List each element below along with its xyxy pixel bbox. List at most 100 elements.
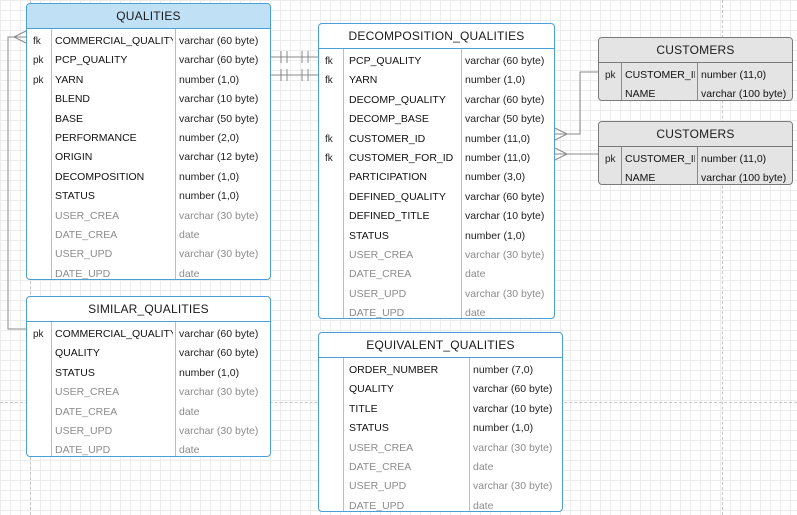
column-type: varchar (60 byte) bbox=[179, 347, 259, 360]
column-type: varchar (60 byte) bbox=[179, 54, 259, 67]
key-marker: fk bbox=[325, 56, 333, 67]
entity-title: CUSTOMERS bbox=[599, 122, 792, 147]
column-type: varchar (10 byte) bbox=[473, 402, 553, 415]
column-type: varchar (12 byte) bbox=[179, 151, 259, 164]
column-name: ORIGIN bbox=[55, 151, 93, 164]
column-row[interactable]: STATUS number (1,0) bbox=[319, 227, 554, 246]
entity-title: SIMILAR_QUALITIES bbox=[27, 297, 270, 322]
column-name: DATE_CREA bbox=[349, 460, 412, 473]
column-type: number (1,0) bbox=[465, 229, 526, 242]
column-type: number (11,0) bbox=[465, 151, 531, 164]
relationship-commercial-quality[interactable] bbox=[7, 30, 27, 330]
column-name: DECOMP_QUALITY bbox=[349, 93, 446, 106]
relationship-customer-for-id[interactable] bbox=[554, 147, 598, 161]
column-type: varchar (60 byte) bbox=[179, 328, 259, 340]
column-name: TITLE bbox=[349, 402, 378, 415]
column-name: PCP_QUALITY bbox=[55, 54, 128, 67]
entity-title: DECOMPOSITION_QUALITIES bbox=[319, 24, 554, 49]
column-divider bbox=[469, 358, 470, 511]
column-name: STATUS bbox=[55, 190, 95, 203]
relationship-customer-id[interactable] bbox=[554, 71, 598, 141]
column-name: DATE_CREA bbox=[55, 405, 118, 418]
column-type: number (11,0) bbox=[701, 69, 767, 81]
column-type: number (3,0) bbox=[465, 171, 526, 184]
column-name: USER_UPD bbox=[55, 424, 113, 437]
column-type: varchar (60 byte) bbox=[473, 383, 553, 396]
column-divider bbox=[343, 49, 344, 318]
column-row[interactable]: TITLE varchar (10 byte) bbox=[319, 400, 562, 419]
column-name: DATE_UPD bbox=[55, 267, 111, 280]
column-name: USER_UPD bbox=[55, 248, 113, 261]
column-name: NAME bbox=[625, 172, 656, 185]
column-name: STATUS bbox=[349, 229, 389, 242]
column-name: DATE_UPD bbox=[55, 444, 111, 457]
relationship-yarn[interactable] bbox=[271, 69, 318, 81]
column-type: varchar (10 byte) bbox=[179, 93, 259, 106]
column-type: number (1,0) bbox=[179, 366, 240, 379]
column-name: YARN bbox=[55, 73, 84, 86]
column-type: varchar (30 byte) bbox=[473, 441, 553, 454]
key-marker: fk bbox=[325, 75, 333, 87]
column-divider bbox=[175, 29, 176, 279]
column-type: number (1,0) bbox=[179, 73, 240, 86]
relationship-pcp-quality[interactable] bbox=[271, 51, 318, 63]
column-row[interactable]: ORIGIN varchar (12 byte) bbox=[27, 148, 270, 167]
entity-title: CUSTOMERS bbox=[599, 38, 792, 63]
key-marker: pk bbox=[605, 154, 616, 165]
column-name: USER_UPD bbox=[349, 480, 407, 493]
column-name: DECOMP_BASE bbox=[349, 113, 429, 126]
column-name: STATUS bbox=[349, 422, 389, 435]
